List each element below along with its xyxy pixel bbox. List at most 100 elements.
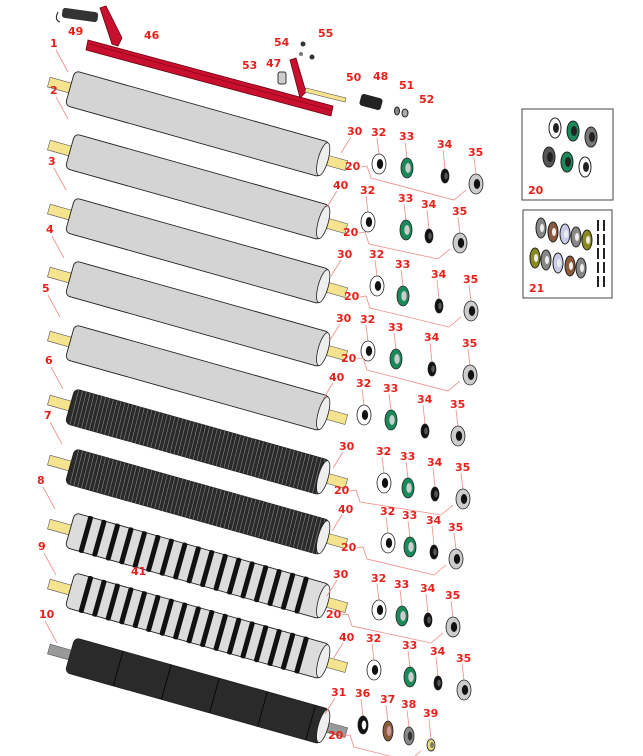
leader-line bbox=[55, 49, 69, 73]
leader-line bbox=[324, 697, 336, 715]
hub-nut-bore bbox=[461, 685, 469, 695]
callout-33: 33 bbox=[402, 639, 417, 652]
callout-35: 35 bbox=[468, 146, 483, 159]
leader-line bbox=[385, 704, 389, 722]
roller-groove bbox=[235, 436, 245, 472]
leader-line bbox=[326, 579, 338, 597]
roller-groove bbox=[250, 500, 260, 536]
roller-groove bbox=[296, 513, 307, 549]
leader-line bbox=[473, 157, 477, 175]
callout-38: 38 bbox=[401, 698, 416, 711]
roller-ring bbox=[146, 594, 161, 632]
roller-groove bbox=[277, 508, 287, 544]
leader-line bbox=[365, 195, 369, 213]
leader-line bbox=[422, 404, 426, 425]
bearing-bore bbox=[365, 217, 373, 227]
bearing-bore bbox=[376, 605, 384, 615]
roller-body bbox=[65, 325, 330, 431]
roller-groove bbox=[308, 516, 318, 552]
roller-groove bbox=[231, 435, 241, 471]
callout-33: 33 bbox=[400, 450, 415, 463]
roller-groove bbox=[146, 471, 157, 507]
kit-part-bore bbox=[553, 123, 559, 133]
kit-pin bbox=[603, 262, 605, 273]
roller-groove bbox=[212, 429, 222, 465]
leader-line bbox=[332, 642, 344, 660]
washer-51 bbox=[394, 106, 400, 116]
roller-ring bbox=[240, 561, 255, 599]
roller-3 bbox=[47, 198, 349, 304]
roller-groove bbox=[104, 399, 114, 435]
roller-groove bbox=[239, 497, 249, 533]
leader-line bbox=[385, 516, 389, 534]
roller-groove bbox=[242, 498, 253, 534]
roller-ring bbox=[78, 575, 93, 613]
roller-groove bbox=[192, 484, 203, 520]
bearing-bore bbox=[365, 346, 373, 356]
kit-part-bore bbox=[552, 228, 556, 236]
roller-ring bbox=[78, 515, 93, 553]
roller-groove bbox=[223, 492, 234, 529]
callout-34: 34 bbox=[437, 138, 453, 151]
roller-10 bbox=[47, 638, 349, 744]
roller-groove bbox=[281, 449, 291, 485]
roller-groove bbox=[135, 468, 145, 504]
callout-32: 32 bbox=[380, 505, 395, 518]
roller-groove bbox=[273, 447, 284, 483]
roller-groove bbox=[219, 431, 230, 467]
seal-36-bore bbox=[361, 720, 367, 730]
callout-30: 30 bbox=[336, 312, 352, 325]
roller-groove bbox=[289, 511, 299, 547]
leader-line bbox=[331, 514, 343, 532]
bearing-bore bbox=[361, 410, 369, 420]
callout-33: 33 bbox=[399, 130, 414, 143]
roller-end-cap bbox=[316, 332, 331, 366]
roller-segment-joint bbox=[112, 651, 124, 686]
leader-line bbox=[47, 294, 61, 318]
roller-groove bbox=[112, 461, 122, 497]
roller-groove bbox=[219, 491, 230, 527]
callout-roller-9: 9 bbox=[38, 540, 46, 553]
roller-groove bbox=[69, 389, 80, 425]
roller-groove bbox=[158, 414, 168, 450]
kit-pin bbox=[603, 220, 605, 231]
roller-groove bbox=[246, 439, 257, 475]
callout-33: 33 bbox=[398, 192, 413, 205]
roller-ring bbox=[173, 542, 188, 580]
callout-20: 20 bbox=[345, 160, 361, 173]
washer bbox=[299, 52, 303, 56]
callout-35: 35 bbox=[463, 273, 478, 286]
roller-groove bbox=[300, 454, 311, 490]
adjuster-knob bbox=[359, 94, 383, 110]
callout-34: 34 bbox=[420, 582, 436, 595]
roller-groove bbox=[69, 449, 80, 485]
leader-line bbox=[44, 620, 58, 644]
spacer-bore bbox=[433, 548, 437, 556]
roller-groove bbox=[112, 401, 122, 437]
roller-ring bbox=[200, 610, 215, 648]
kit-pin bbox=[603, 234, 605, 245]
leader-line bbox=[51, 235, 65, 259]
kit-pin bbox=[603, 276, 605, 287]
callout-34: 34 bbox=[424, 331, 440, 344]
roller-ring bbox=[213, 613, 228, 651]
hub-nut-bore bbox=[473, 179, 481, 189]
roller-ring bbox=[159, 598, 174, 636]
callout-20: 20 bbox=[334, 484, 350, 497]
spring bbox=[61, 7, 99, 23]
roller-groove bbox=[138, 409, 149, 445]
kit-part-bore bbox=[540, 224, 544, 232]
roller-1 bbox=[47, 71, 349, 177]
callout-34: 34 bbox=[427, 456, 443, 469]
roller-end-cap bbox=[316, 644, 331, 678]
kit-bracket bbox=[356, 546, 447, 576]
kit-part-bore bbox=[583, 162, 589, 172]
callout-roller-7: 7 bbox=[44, 409, 52, 422]
roller-groove bbox=[254, 501, 264, 537]
spring-hook bbox=[55, 11, 61, 23]
